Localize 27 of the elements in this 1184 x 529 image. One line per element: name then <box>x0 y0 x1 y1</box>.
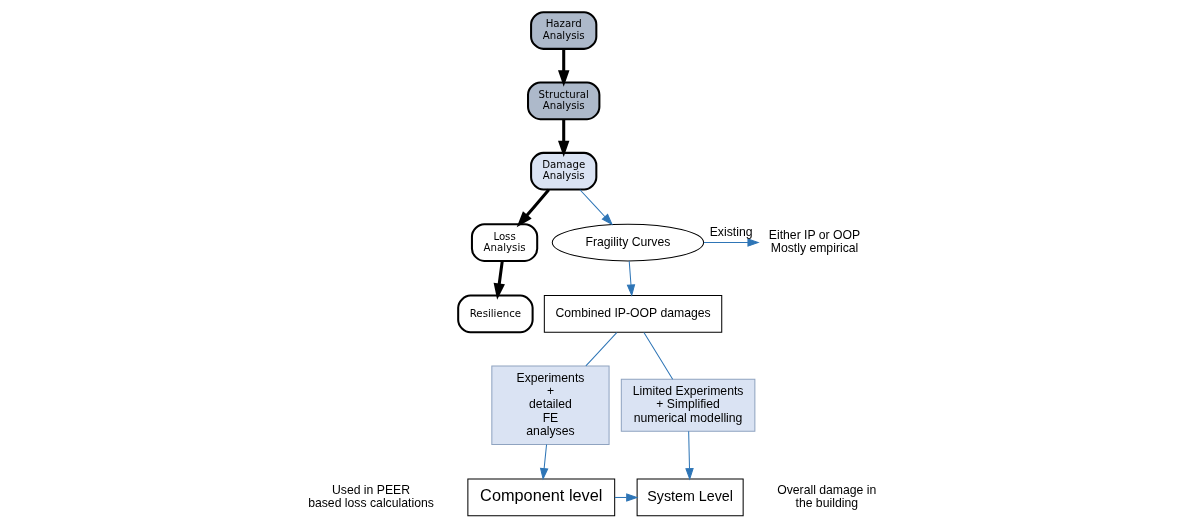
node-box: Hazard Analysis <box>530 11 598 50</box>
node-box: Experiments + detailed FE analyses <box>491 365 610 445</box>
node-text: Either IP or OOP Mostly empirical <box>768 228 861 256</box>
node-box: Component level <box>467 478 616 517</box>
node-box: Limited Experiments + Simplified numerical modelling <box>620 378 756 432</box>
node-box: System Level <box>636 478 744 517</box>
node-label: Overall damage in the building <box>777 483 877 511</box>
node-label: Used in PEER based loss calculations <box>308 483 434 511</box>
arrow <box>493 260 505 300</box>
arrow <box>703 238 760 247</box>
arrow <box>539 443 549 481</box>
connector <box>585 332 618 367</box>
arrow <box>685 430 694 481</box>
edge-label: Existing <box>709 225 753 240</box>
connector <box>643 332 674 380</box>
node-box: Resilience <box>457 294 534 334</box>
arrow <box>614 493 639 502</box>
arrow <box>626 260 636 297</box>
node-box: Structural Analysis <box>527 81 601 121</box>
node-box: Combined IP-OOP damages <box>543 295 723 333</box>
arrow <box>516 188 550 228</box>
arrow <box>579 189 613 226</box>
node-box: Damage Analysis <box>530 151 598 191</box>
node-box: Loss Analysis <box>470 223 539 262</box>
node-ellipse: Fragility Curves <box>551 223 705 262</box>
arrow <box>558 119 570 158</box>
arrow <box>558 49 570 87</box>
